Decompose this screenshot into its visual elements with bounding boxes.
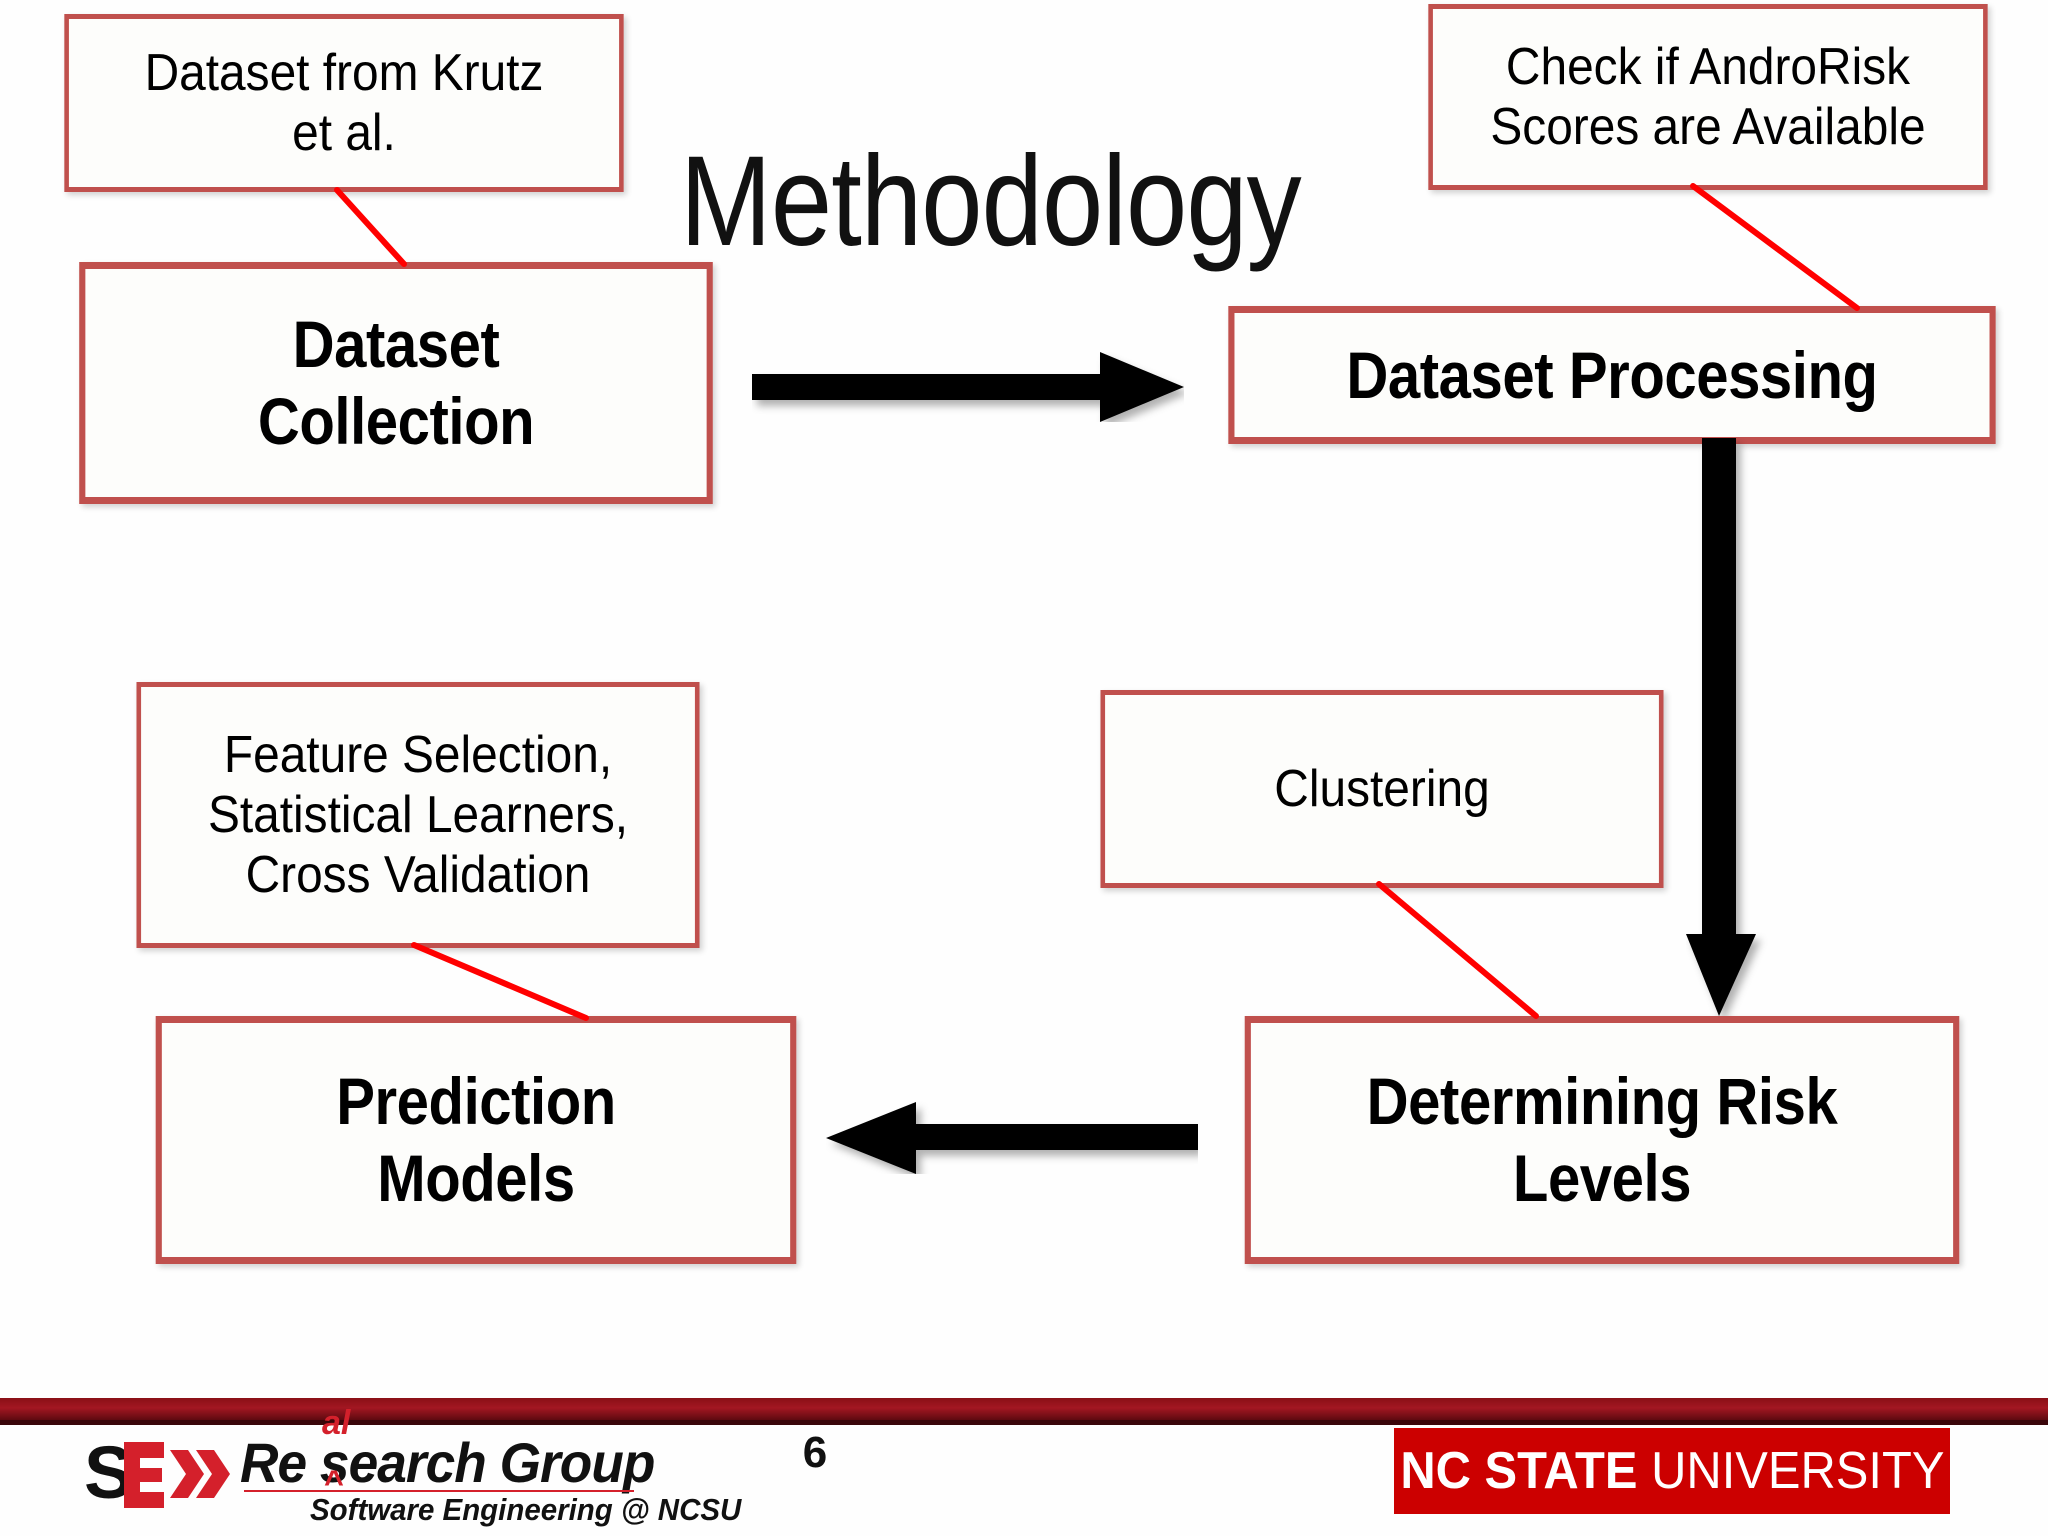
annotation-box-krutz: Dataset from Krutz et al. — [64, 14, 624, 192]
footer-accent-bar-shadow — [0, 1420, 2048, 1425]
se-logo-subtitle: Software Engineering @ NCSU — [310, 1492, 742, 1527]
annotation-label-androrisk: Check if AndroRisk Scores are Available — [1490, 37, 1926, 156]
page-number: 6 — [802, 1428, 828, 1477]
arrow-right-collection-to-processing — [752, 352, 1184, 422]
se-logo-divider — [244, 1490, 634, 1492]
leader-line-clustering — [1376, 881, 1539, 1019]
se-logo-wordmark: Re search Group — [240, 1431, 655, 1494]
leader-line-androrisk — [1690, 183, 1860, 311]
process-label-prediction-models: Prediction Models — [336, 1064, 616, 1215]
annotation-label-krutz: Dataset from Krutz et al. — [144, 43, 544, 162]
ncsu-logo-text: NC STATE UNIVERSITY — [1400, 1441, 1944, 1501]
se-logo-caret-icon: ^ — [324, 1464, 344, 1502]
leader-line-krutz — [334, 187, 407, 267]
se-logo-superscript: al — [322, 1404, 351, 1442]
annotation-box-clustering: Clustering — [1100, 690, 1664, 888]
annotation-box-androrisk: Check if AndroRisk Scores are Available — [1428, 4, 1988, 190]
annotation-box-feature-selection: Feature Selection, Statistical Learners,… — [136, 682, 700, 948]
arrow-down-processing-to-risk — [1686, 438, 1776, 1016]
process-label-determining-risk-levels: Determining Risk Levels — [1366, 1064, 1838, 1215]
annotation-label-clustering: Clustering — [1274, 759, 1490, 818]
process-box-prediction-models: Prediction Models — [155, 1016, 797, 1264]
se-logo-mark-icon: S — [84, 1438, 230, 1512]
process-box-determining-risk-levels: Determining Risk Levels — [1244, 1016, 1960, 1264]
footer-accent-bar — [0, 1398, 2048, 1420]
leader-line-feature-selection — [411, 942, 589, 1021]
annotation-label-feature-selection: Feature Selection, Statistical Learners,… — [207, 725, 629, 905]
se-research-group-logo: S Re search Group al ^ Software Engineer… — [84, 1404, 741, 1528]
process-box-dataset-processing: Dataset Processing — [1228, 306, 1996, 444]
nc-state-university-logo: NC STATE UNIVERSITY — [1394, 1428, 1950, 1514]
process-label-dataset-processing: Dataset Processing — [1346, 337, 1878, 412]
page-title: Methodology — [680, 130, 1302, 273]
process-box-dataset-collection: Dataset Collection — [79, 262, 713, 504]
process-label-dataset-collection: Dataset Collection — [257, 307, 535, 458]
ncsu-light-part: UNIVERSITY — [1650, 1442, 1945, 1500]
arrow-left-risk-to-prediction — [826, 1098, 1198, 1174]
ncsu-bold-part: NC STATE — [1399, 1442, 1638, 1500]
